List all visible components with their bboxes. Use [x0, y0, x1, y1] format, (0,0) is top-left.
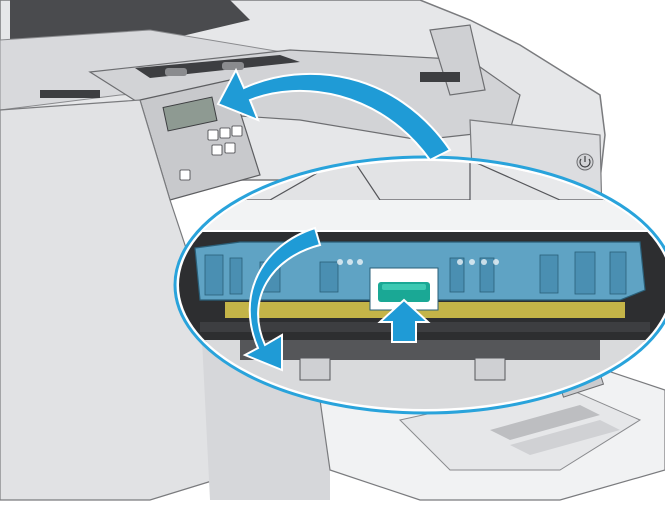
tray-slot-left	[40, 90, 100, 98]
power-icon-glyph	[579, 156, 591, 168]
control-panel-display	[162, 96, 218, 132]
curved-arrow-up-icon	[216, 67, 452, 162]
push-up-arrow-icon	[377, 298, 431, 343]
tray-slot-right	[420, 72, 460, 82]
jam-cover-gears	[337, 259, 499, 265]
jam-area-callout	[173, 155, 665, 415]
control-panel-buttons	[179, 125, 243, 181]
paper-guide-slot	[490, 405, 600, 440]
callout-lid-gap	[179, 200, 665, 230]
callout-ring	[173, 155, 665, 415]
interior-rail	[240, 340, 600, 360]
interior-foot-left	[299, 357, 331, 381]
interior-foot-right	[474, 357, 506, 381]
jam-release-tab-highlight	[382, 284, 426, 290]
paper-feed-rollers	[200, 322, 650, 332]
curved-arrow-down-icon	[242, 226, 322, 372]
paper-guide-slot-lower	[510, 420, 620, 455]
slot-clip-right	[222, 62, 244, 70]
slot-clip-left	[165, 68, 187, 76]
